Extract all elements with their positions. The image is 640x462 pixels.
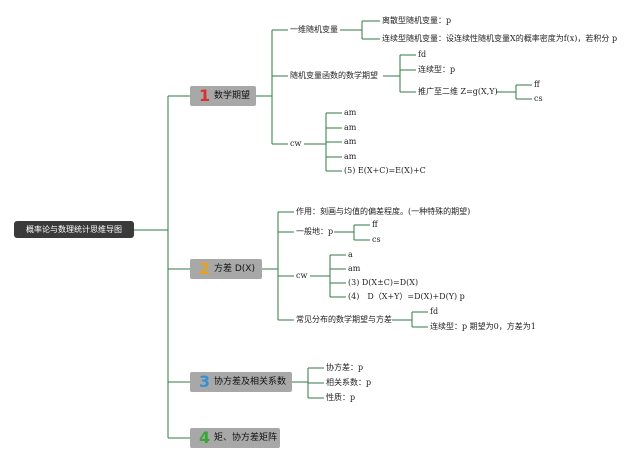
node-am-2[interactable]: am <box>344 123 357 132</box>
topic-number-2: 2 <box>199 259 211 278</box>
topic-moments[interactable]: 4 矩、协方差矩阵 <box>190 428 280 448</box>
node-ff[interactable]: ff <box>534 80 540 89</box>
node-prop3[interactable]: (3) D(X±C)=D(X) <box>348 278 419 287</box>
node-am-1[interactable]: am <box>344 108 357 117</box>
node-role[interactable]: 作用：刻画与均值的偏差程度。(一种特殊的期望) <box>296 207 471 216</box>
node-var-ff[interactable]: ff <box>372 220 378 229</box>
root-node[interactable]: 概率论与数理统计思维导图 <box>14 221 134 238</box>
topic-number-3: 3 <box>199 372 211 391</box>
node-cw[interactable]: cw <box>290 139 302 148</box>
node-am-4[interactable]: am <box>344 152 357 161</box>
topic-number-1: 1 <box>199 86 211 105</box>
node-var-cont[interactable]: 连续型：p 期望为0，方差为1 <box>430 322 536 331</box>
node-func-expectation[interactable]: 随机变量函数的数学期望 <box>290 71 378 80</box>
node-one-dim[interactable]: 一维随机变量 <box>290 25 338 34</box>
node-general[interactable]: 一般地：p <box>296 227 334 236</box>
node-cov[interactable]: 协方差：p <box>326 363 364 372</box>
topic-expectation[interactable]: 1 数学期望 <box>190 86 256 106</box>
node-fd[interactable]: fd <box>418 50 427 59</box>
node-continuous[interactable]: 连续型随机变量：设连续性随机变量X的概率密度为f(x)，若积分 p <box>382 34 618 43</box>
node-cs[interactable]: cs <box>534 94 543 103</box>
node-corr[interactable]: 相关系数：p <box>326 378 372 387</box>
topic-covariance[interactable]: 3 协方差及相关系数 <box>190 372 292 392</box>
node-var-am[interactable]: am <box>348 264 361 273</box>
node-var-a[interactable]: a <box>348 250 353 259</box>
topic-number-4: 4 <box>199 428 211 447</box>
topic-label-2: 方差 D(X) <box>214 264 255 274</box>
node-extend[interactable]: 推广至二维 Z=g(X,Y) <box>418 87 498 96</box>
node-prop5[interactable]: (5) E(X+C)=E(X)+C <box>344 166 426 175</box>
topic-label-4: 矩、协方差矩阵 <box>214 433 278 443</box>
node-var-fd[interactable]: fd <box>430 307 439 316</box>
topic-variance[interactable]: 2 方差 D(X) <box>190 259 262 279</box>
node-var-cw[interactable]: cw <box>296 271 308 280</box>
topic-label-1: 数学期望 <box>214 91 251 101</box>
node-am-3[interactable]: am <box>344 137 357 146</box>
node-cov-prop[interactable]: 性质：p <box>326 393 356 402</box>
node-prop4[interactable]: (4) D（X+Y）=D(X)+D(Y) p <box>348 292 465 301</box>
node-common[interactable]: 常见分布的数学期望与方差 <box>296 315 392 324</box>
topic-label-3: 协方差及相关系数 <box>214 377 287 387</box>
node-discrete[interactable]: 离散型随机变量：p <box>382 16 452 25</box>
node-var-cs[interactable]: cs <box>372 235 381 244</box>
node-cont-p[interactable]: 连续型：p <box>418 65 456 74</box>
